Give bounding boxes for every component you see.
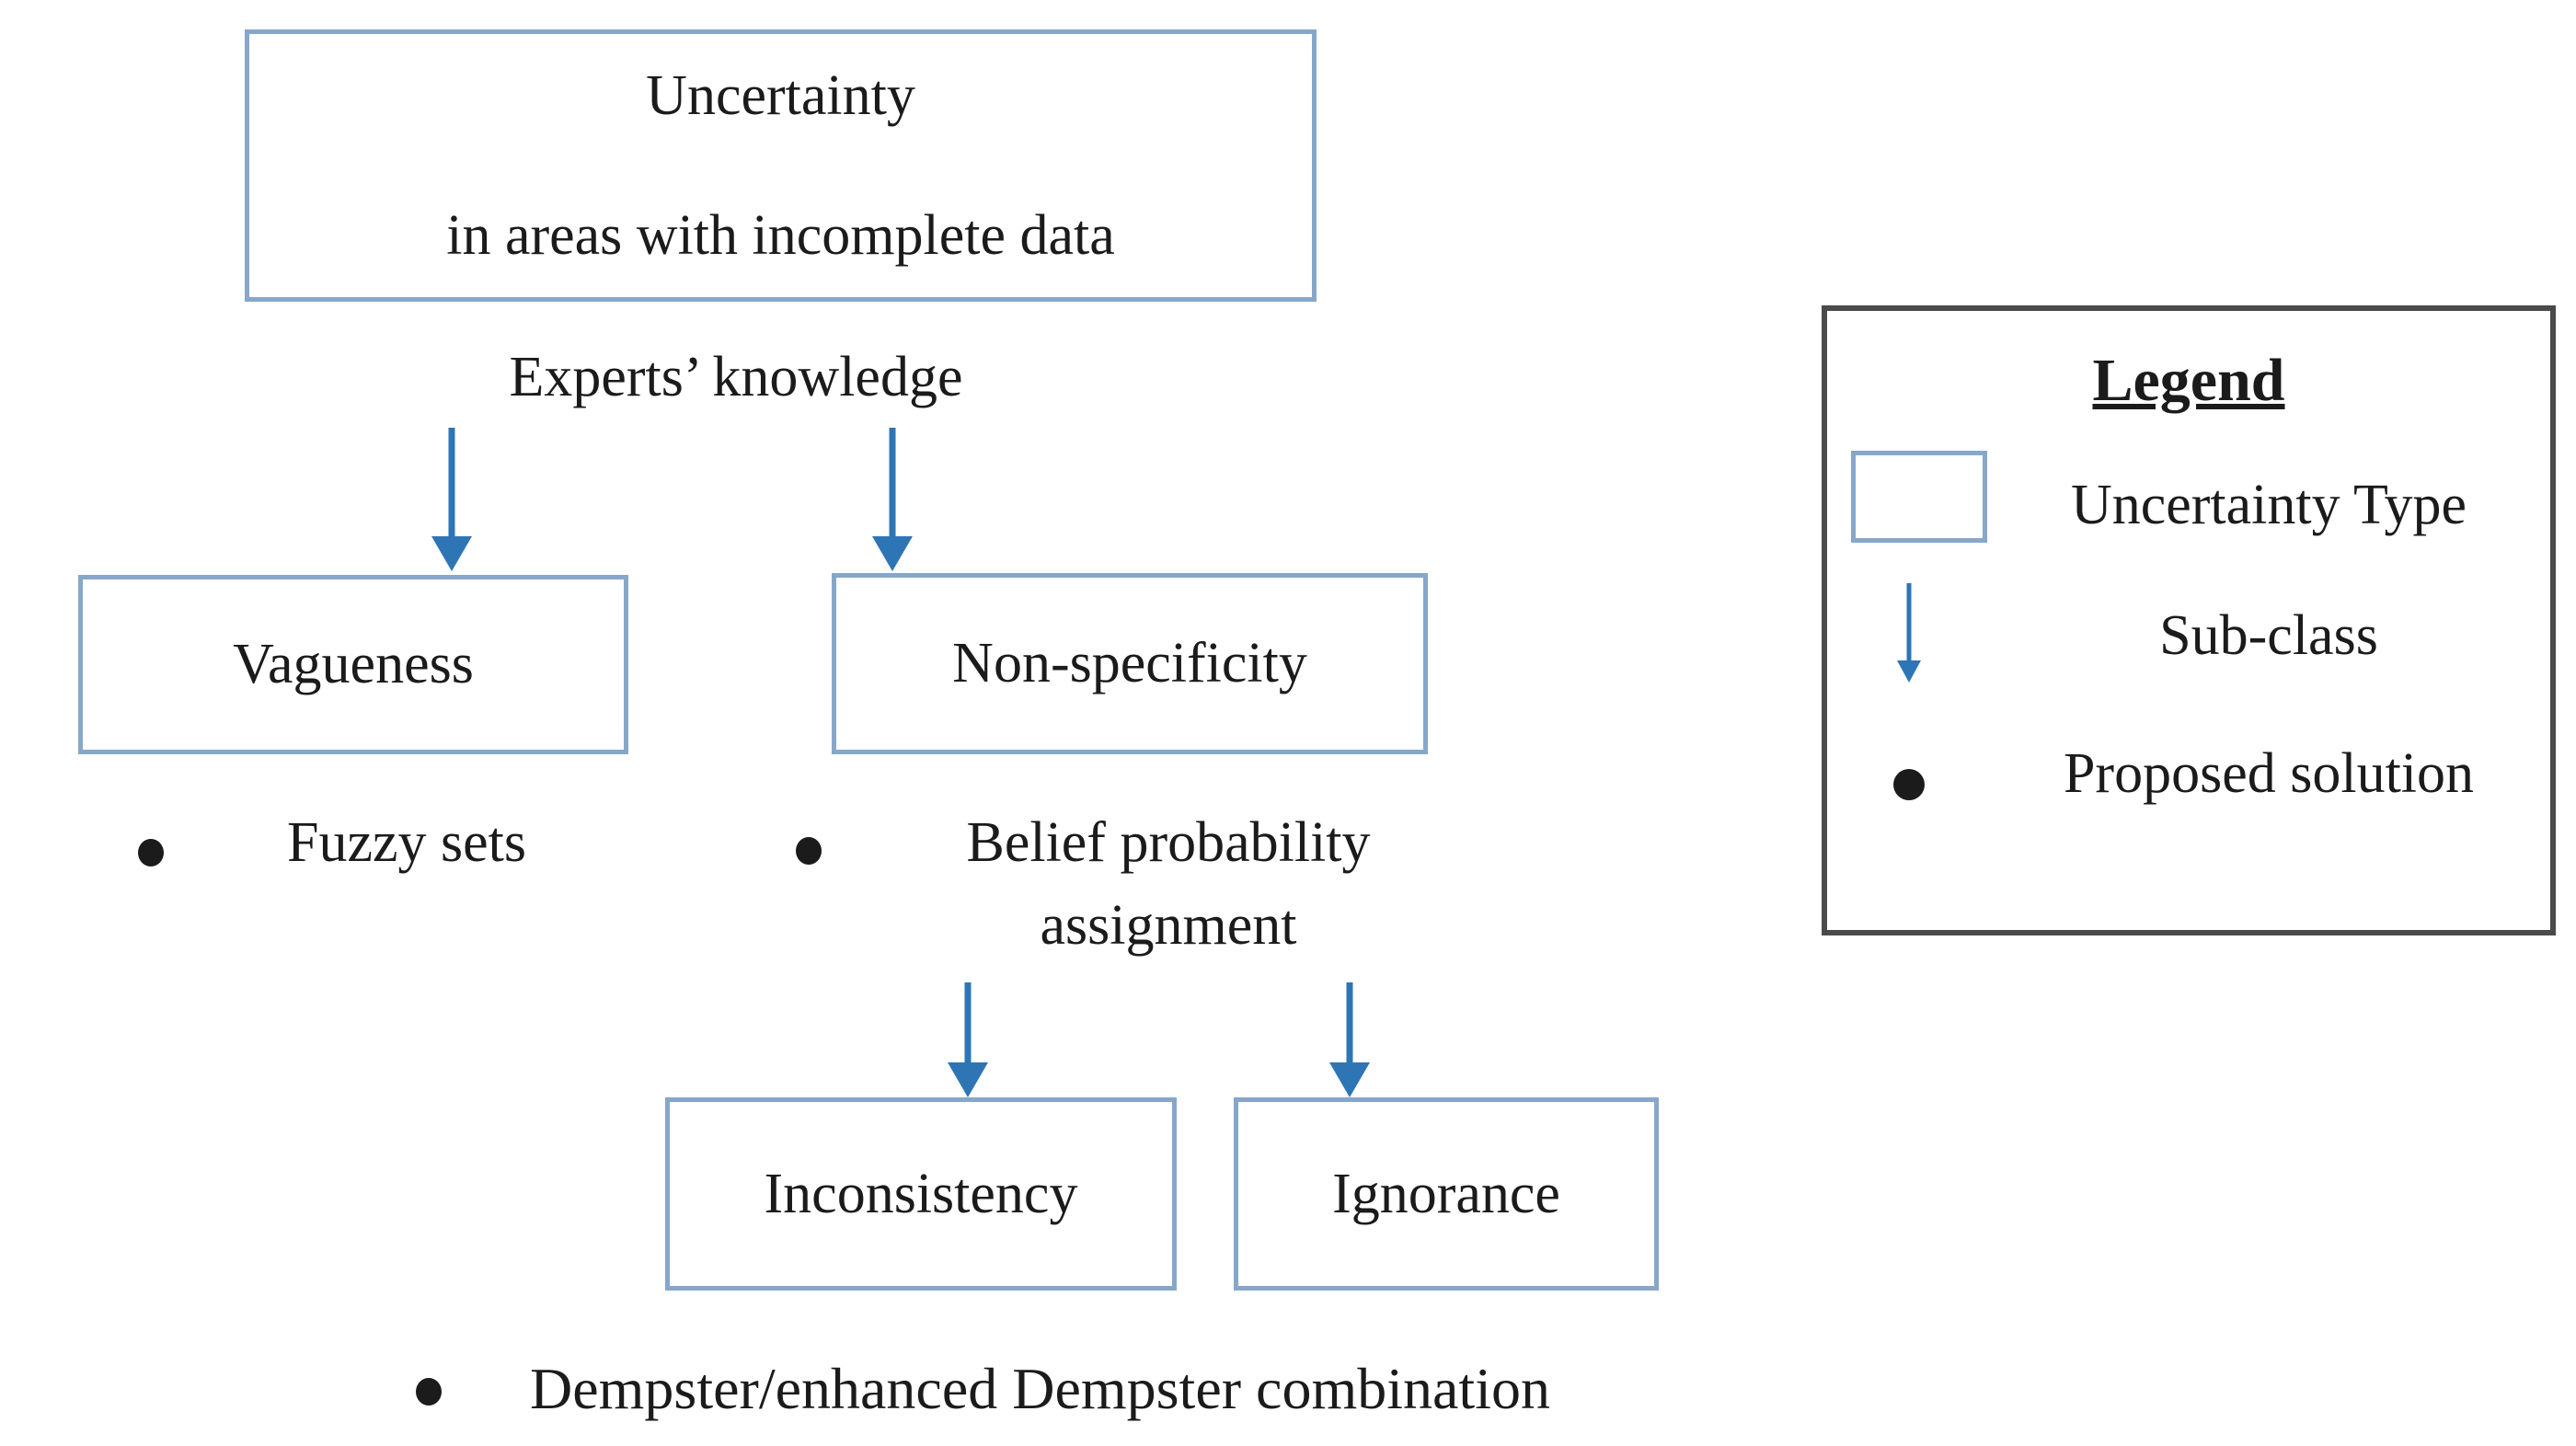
legend-item-uncertainty-type: Uncertainty Type bbox=[2070, 474, 2467, 536]
sub-class-arrow-to-vagueness-icon bbox=[431, 428, 472, 571]
root-uncertainty-box: Uncertainty in areas with incomplete dat… bbox=[245, 29, 1317, 302]
arrow-shaft bbox=[889, 428, 896, 544]
ignorance-label: Ignorance bbox=[1332, 1162, 1560, 1225]
arrow-head bbox=[872, 536, 913, 571]
root-box-line2: in areas with incomplete data bbox=[446, 204, 1115, 267]
belief-probability-label-line2: assignment bbox=[1040, 894, 1297, 957]
arrow-shaft bbox=[1346, 982, 1353, 1070]
arrow-head bbox=[1897, 660, 1921, 683]
non-specificity-box: Non-specificity bbox=[832, 573, 1428, 754]
vagueness-box: Vagueness bbox=[78, 575, 628, 754]
proposed-solution-bullet-icon bbox=[1893, 769, 1925, 800]
proposed-solution-bullet-icon bbox=[796, 837, 822, 865]
belief-probability-label-line1: Belief probability bbox=[966, 811, 1371, 874]
dempster-combination-label: Dempster/enhanced Dempster combination bbox=[530, 1356, 1550, 1421]
root-box-line1: Uncertainty bbox=[646, 63, 915, 127]
proposed-solution-bullet-icon bbox=[138, 839, 164, 866]
legend: Legend Uncertainty Type Sub-class Propos… bbox=[1822, 305, 2556, 935]
vagueness-label: Vagueness bbox=[233, 633, 474, 696]
ignorance-box: Ignorance bbox=[1234, 1097, 1659, 1291]
arrow-shaft bbox=[964, 982, 972, 1070]
sub-class-arrow-icon bbox=[1897, 583, 1921, 683]
legend-title: Legend bbox=[2092, 347, 2285, 414]
legend-item-proposed-solution: Proposed solution bbox=[2063, 742, 2475, 805]
inconsistency-label: Inconsistency bbox=[764, 1162, 1078, 1225]
arrow-shaft bbox=[1906, 583, 1912, 666]
experts-knowledge-label: Experts’ knowledge bbox=[509, 346, 963, 408]
arrow-head bbox=[431, 536, 472, 571]
arrow-head bbox=[1329, 1062, 1370, 1097]
legend-item-sub-class: Sub-class bbox=[2159, 604, 2378, 667]
sub-class-arrow-to-inconsistency-icon bbox=[948, 982, 988, 1097]
proposed-solution-bullet-icon bbox=[416, 1378, 442, 1406]
uncertainty-type-box-icon bbox=[1851, 451, 1987, 543]
arrow-head bbox=[948, 1062, 988, 1097]
non-specificity-label: Non-specificity bbox=[952, 632, 1307, 695]
fuzzy-sets-label: Fuzzy sets bbox=[286, 811, 527, 874]
arrow-shaft bbox=[448, 428, 455, 544]
sub-class-arrow-to-ignorance-icon bbox=[1329, 982, 1370, 1097]
inconsistency-box: Inconsistency bbox=[665, 1097, 1177, 1291]
sub-class-arrow-to-non-specificity-icon bbox=[872, 428, 913, 571]
